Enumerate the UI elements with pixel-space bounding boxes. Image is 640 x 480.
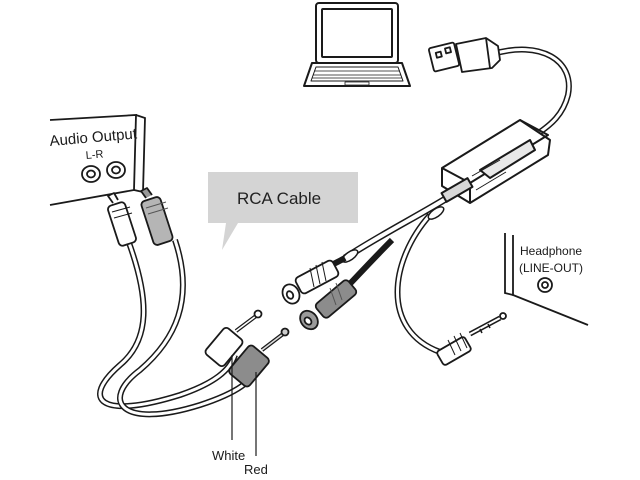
rca-female-white <box>281 255 347 305</box>
rca-plug-icon <box>107 192 137 247</box>
rca-socket-right-icon <box>106 161 126 179</box>
headphone-panel <box>504 233 589 326</box>
rca-socket-left-icon <box>81 165 101 183</box>
laptop-icon <box>303 2 411 87</box>
headphone-label: Headphone <box>520 244 582 258</box>
red-label: Red <box>244 462 268 477</box>
headphone-socket-icon <box>537 277 553 293</box>
white-label: White <box>212 448 245 463</box>
headphone-jack-icon <box>436 312 507 366</box>
headphone-lineout-label: (LINE-OUT) <box>519 261 583 275</box>
audio-output-channels: L-R <box>85 148 104 162</box>
rca-cable-white-loop <box>97 238 238 410</box>
rca-plug-icon <box>140 187 174 246</box>
rca-male-red <box>228 327 290 388</box>
usb-adapter-icon <box>440 119 551 204</box>
headphone-cable <box>394 213 442 355</box>
usb-plug-icon <box>428 37 501 73</box>
audio-output-panel <box>49 114 146 206</box>
rca-female-red <box>299 237 395 331</box>
callout-text: RCA Cable <box>237 189 321 208</box>
rca-cable-callout: RCA Cable <box>208 172 358 250</box>
rca-male-white <box>204 309 263 368</box>
audio-output-title: Audio Output <box>49 125 139 150</box>
